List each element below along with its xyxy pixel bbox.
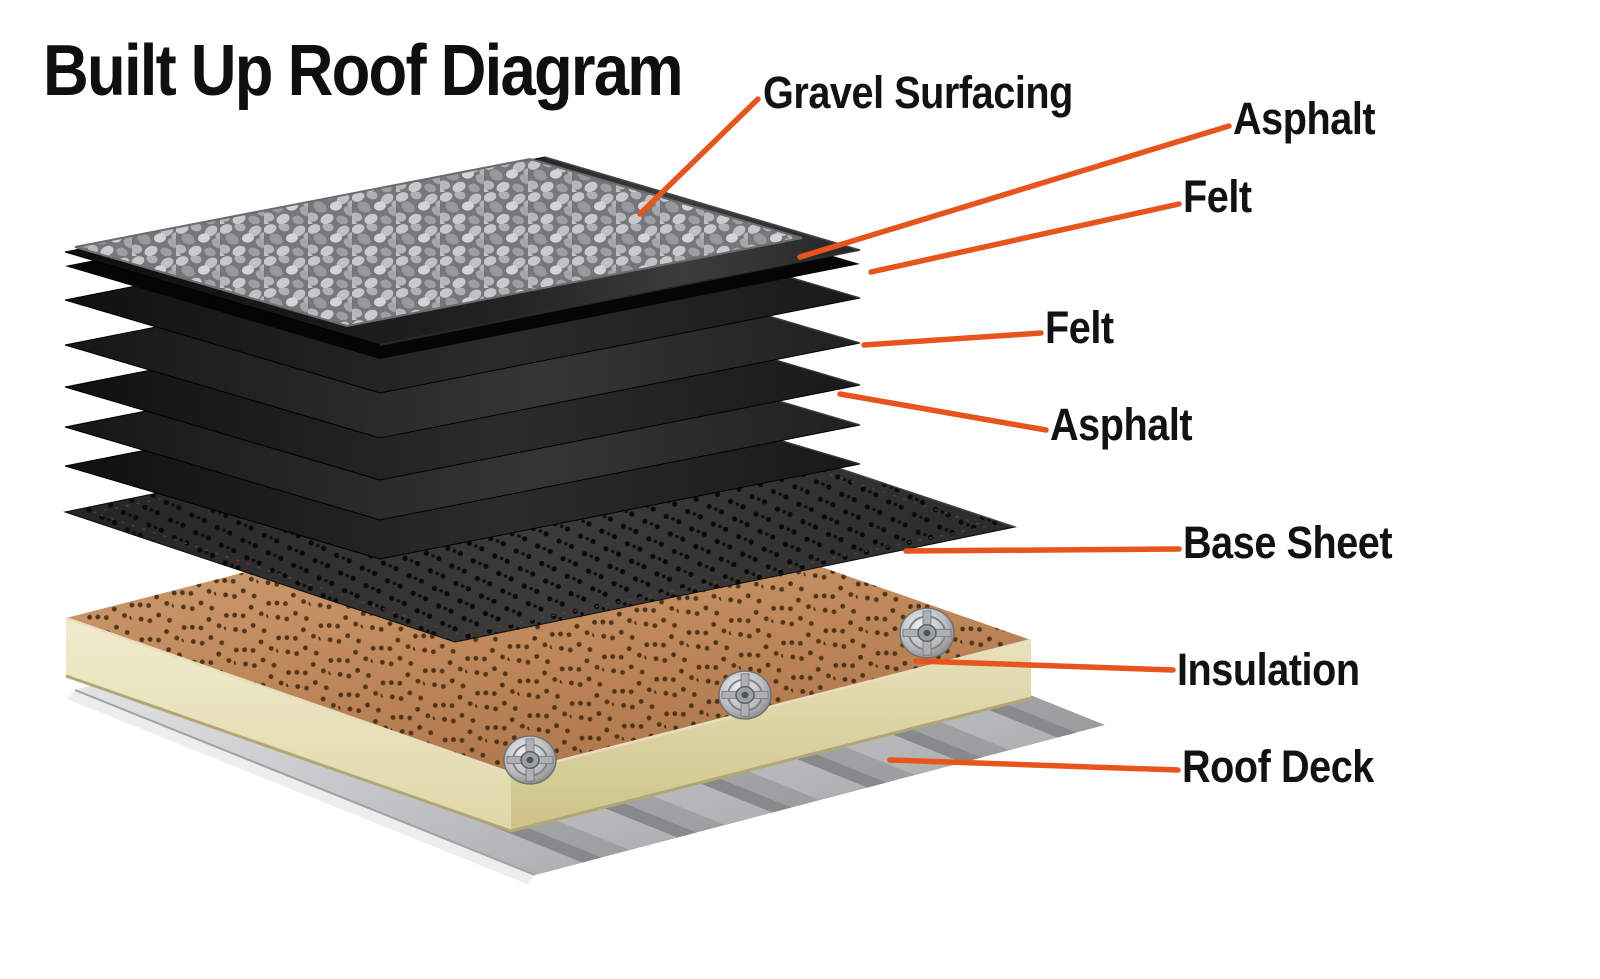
- label-felt-top: Felt: [1183, 171, 1252, 222]
- label-felt-mid: Felt: [1045, 302, 1114, 353]
- leader-insulation: [913, 658, 1176, 673]
- leader-asphalt-mid: [837, 391, 1049, 433]
- insulation-screw-1: [899, 607, 955, 659]
- gravel-surfacing-layer: [64, 156, 861, 359]
- insulation-foam-edge-left: [66, 618, 511, 831]
- insulation-screw-3: [503, 735, 557, 785]
- leader-felt-top: [868, 201, 1182, 275]
- leader-asphalt-top: [797, 123, 1232, 260]
- insulation-screw-2: [718, 670, 772, 720]
- roof-deck-edge-flange: [67, 690, 535, 884]
- label-asphalt-mid: Asphalt: [1050, 399, 1193, 450]
- leader-gravel-surfacing: [637, 96, 761, 217]
- label-base-sheet: Base Sheet: [1183, 517, 1393, 568]
- gravel-bed: [74, 157, 803, 328]
- leader-felt-mid: [861, 330, 1044, 348]
- label-roof-deck: Roof Deck: [1182, 741, 1374, 792]
- insulation-bottom-rim: [65, 674, 1032, 833]
- leader-base-sheet: [903, 546, 1182, 554]
- label-asphalt-top: Asphalt: [1233, 93, 1376, 144]
- page-title: Built Up Roof Diagram: [43, 31, 684, 111]
- label-insulation: Insulation: [1177, 644, 1360, 695]
- leader-lines: [637, 96, 1232, 773]
- label-gravel-surfacing: Gravel Surfacing: [763, 67, 1073, 118]
- leader-roof-deck: [887, 757, 1181, 773]
- insulation-foam-edge-right: [511, 640, 1031, 831]
